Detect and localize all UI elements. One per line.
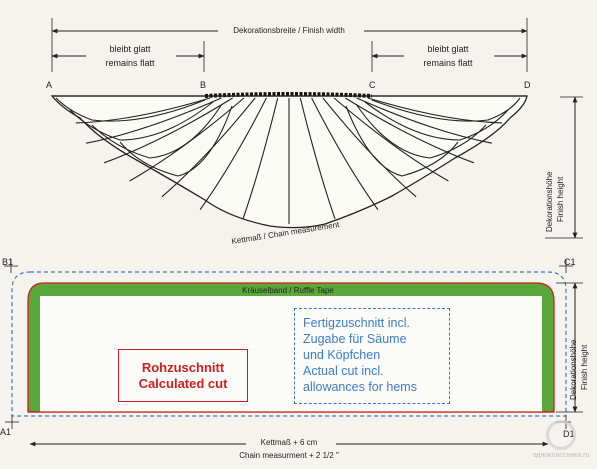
calculated-cut-line2: Calculated cut [138, 375, 228, 391]
fold-line [103, 97, 233, 164]
fold-line [85, 97, 222, 144]
fold-tier-line [364, 101, 509, 141]
actual-cut-line5: allowances for hems [303, 380, 417, 394]
point-b: B [200, 80, 206, 90]
fold-tier-line [55, 97, 206, 122]
fold-line [311, 97, 379, 211]
left-flat-label-line1: bleibt glatt [109, 44, 151, 54]
fold-tier-line [355, 103, 487, 159]
fold-line [75, 97, 211, 124]
fold-line [161, 97, 256, 198]
calculated-cut-line1: Rohzuschnitt [141, 359, 225, 375]
fold-tier-line [91, 103, 223, 159]
calculated-cut-box: Rohzuschnitt Calculated cut [118, 349, 248, 402]
fold-line [242, 97, 279, 220]
finish-width-label: Dekorationsbreite / Finish width [233, 26, 345, 35]
point-d: D [524, 80, 531, 90]
right-flat-label-line1: bleibt glatt [427, 44, 469, 54]
finish-height-bottom-line1: Dekorationshöhe [569, 339, 578, 400]
gathered-top-edge [204, 92, 373, 98]
actual-cut-line1: Fertigzuschnitt incl. [303, 316, 410, 330]
left-flat-label-line2: remains flatt [105, 58, 155, 68]
ruffle-tape-band [28, 283, 554, 412]
fold-tier-line [371, 97, 521, 122]
corner-b1: B1 [2, 257, 13, 267]
actual-cut-box: Fertigzuschnitt incl. Zugabe für Säume u… [294, 308, 450, 404]
watermark-text: одноклассники.ru [532, 452, 590, 459]
chain-plus-line1: Kettmaß + 6 cm [261, 438, 318, 447]
corner-a1: A1 [0, 427, 11, 437]
fold-line [345, 97, 475, 164]
ruffle-tape-label: Kräuselband / Ruffle Tape [242, 286, 334, 295]
fold-line [367, 97, 503, 124]
swag-drape [50, 92, 528, 229]
point-c: C [369, 80, 376, 90]
watermark: одноклассники.ru [528, 420, 594, 466]
actual-cut-line3: und Köpfchen [303, 348, 381, 362]
fold-line [299, 97, 336, 220]
finish-height-top-line2: Finish height [556, 176, 565, 222]
fold-line [199, 97, 267, 211]
fold-tier-line [119, 105, 233, 177]
point-a: A [46, 80, 52, 90]
actual-cut-line4: Actual cut incl. [303, 364, 384, 378]
actual-cut-outline [27, 282, 555, 413]
chain-plus-line2: Chain measurment + 2 1/2 " [239, 451, 339, 460]
finish-height-bottom-line2: Finish height [580, 344, 589, 390]
watermark-logo-icon [546, 420, 576, 450]
right-flat-label-line2: remains flatt [423, 58, 473, 68]
fold-line [356, 97, 493, 144]
actual-cut-line2: Zugabe für Säume [303, 332, 407, 346]
fold-tier-line [345, 105, 459, 177]
corner-c1: C1 [564, 257, 576, 267]
cut-layout: Kräuselband / Ruffle Tape [11, 271, 567, 417]
finish-height-top-line1: Dekorationshöhe [545, 171, 554, 232]
fold-tier-line [69, 101, 214, 141]
